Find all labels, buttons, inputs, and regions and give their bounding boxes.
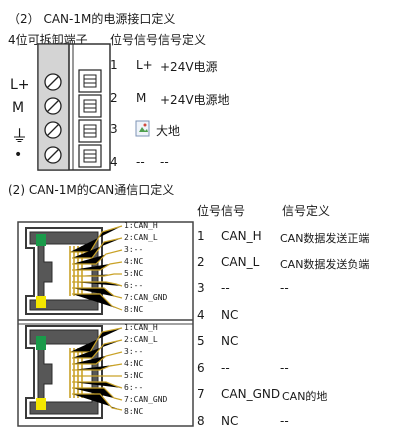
power-row-2-signal: M [136, 91, 147, 105]
jack2-pin-2-label: 2:CAN_L [124, 335, 158, 344]
can-row-3-def: -- [280, 281, 289, 295]
can-table-header-def: 信号定义 [282, 204, 331, 218]
side-label-m: M [12, 100, 25, 116]
terminal-screw-2 [44, 97, 62, 115]
power-row-1-def: +24V电源 [160, 60, 218, 74]
can-row-3-no: 3 [197, 281, 205, 295]
terminal-screw-3 [44, 121, 62, 139]
power-row-2-def: +24V电源地 [160, 93, 230, 107]
rj45-jack-1 [25, 225, 123, 315]
ground-symbol-icon: ⏚ [11, 127, 28, 147]
power-row-3-def: 大地 [156, 124, 181, 138]
power-row-4-def: -- [160, 155, 169, 169]
can-row-2-def: CAN数据发送负端 [280, 258, 370, 271]
can-row-7-no: 7 [197, 387, 205, 401]
can-row-1-signal: CAN_H [221, 229, 262, 243]
jack2-pin-8-label: 8:NC [124, 407, 144, 416]
jack2-pin-4-label: 4:NC [124, 359, 144, 368]
power-row-2-no: 2 [110, 91, 118, 105]
power-row-4-no: 4 [110, 155, 118, 169]
broken-image-icon [135, 120, 150, 137]
can-row-6-no: 6 [197, 361, 205, 375]
jack1-pin-2-label: 2:CAN_L [124, 233, 158, 242]
can-row-2-no: 2 [197, 255, 205, 269]
jack2-pin-7-label: 7:CAN_GND [124, 395, 168, 404]
power-table-header: 位号信号信号定义 [110, 33, 207, 47]
rj45-led-green-1 [36, 234, 46, 246]
terminal-screw-1 [44, 73, 62, 91]
power-row-1-no: 1 [110, 58, 118, 72]
terminal-slot-1 [78, 69, 102, 93]
can-table-header-no: 位号信号 [197, 204, 246, 218]
can-section-title: (2) CAN-1M的CAN通信口定义 [8, 183, 175, 197]
can-row-1-no: 1 [197, 229, 205, 243]
power-row-1-signal: L+ [136, 58, 153, 72]
can-row-8-signal: NC [221, 414, 239, 428]
rj45-led-yellow-1 [36, 296, 46, 308]
power-row-3-no: 3 [110, 122, 118, 136]
side-label-lplus: L+ [10, 77, 30, 93]
power-section-title: （2） CAN-1M的电源接口定义 [8, 12, 176, 26]
jack1-pin-6-label: 6:-- [124, 281, 144, 290]
can-row-4-signal: NC [221, 308, 239, 322]
can-row-3-signal: -- [221, 281, 230, 295]
jack2-pin-5-label: 5:NC [124, 371, 144, 380]
can-row-6-def: -- [280, 361, 289, 375]
can-row-6-signal: -- [221, 361, 230, 375]
jack2-pin-6-label: 6:-- [124, 383, 144, 392]
jack1-pin-5-label: 5:NC [124, 269, 144, 278]
terminal-slot-2 [78, 94, 102, 118]
jack1-pin-7-label: 7:CAN_GND [124, 293, 168, 302]
jack1-pin-3-label: 3:-- [124, 245, 144, 254]
dot-symbol-icon: • [14, 147, 23, 163]
jack2-pin-1-label: 1:CAN_H [124, 323, 158, 332]
can-row-2-signal: CAN_L [221, 255, 260, 269]
jack1-pin-4-label: 4:NC [124, 257, 144, 266]
rj45-led-yellow-2 [36, 398, 46, 410]
can-row-4-no: 4 [197, 308, 205, 322]
can-row-7-signal: CAN_GND [221, 387, 281, 401]
can-row-1-def: CAN数据发送正端 [280, 232, 370, 245]
can-row-5-signal: NC [221, 334, 239, 348]
can-row-8-def: -- [280, 414, 289, 428]
terminal-screw-4 [44, 146, 62, 164]
jack2-pin-3-label: 3:-- [124, 347, 144, 356]
rj45-led-green-2 [36, 336, 46, 350]
can-row-7-def: CAN的地 [282, 390, 328, 403]
terminal-slot-4 [78, 144, 102, 168]
can-row-5-no: 5 [197, 334, 205, 348]
can-row-8-no: 8 [197, 414, 205, 428]
rj45-jack-2 [25, 325, 123, 419]
terminal-slot-3 [78, 119, 102, 143]
jack1-pin-1-label: 1:CAN_H [124, 221, 158, 230]
jack1-pin-8-label: 8:NC [124, 305, 144, 314]
power-row-4-signal: -- [136, 155, 145, 169]
